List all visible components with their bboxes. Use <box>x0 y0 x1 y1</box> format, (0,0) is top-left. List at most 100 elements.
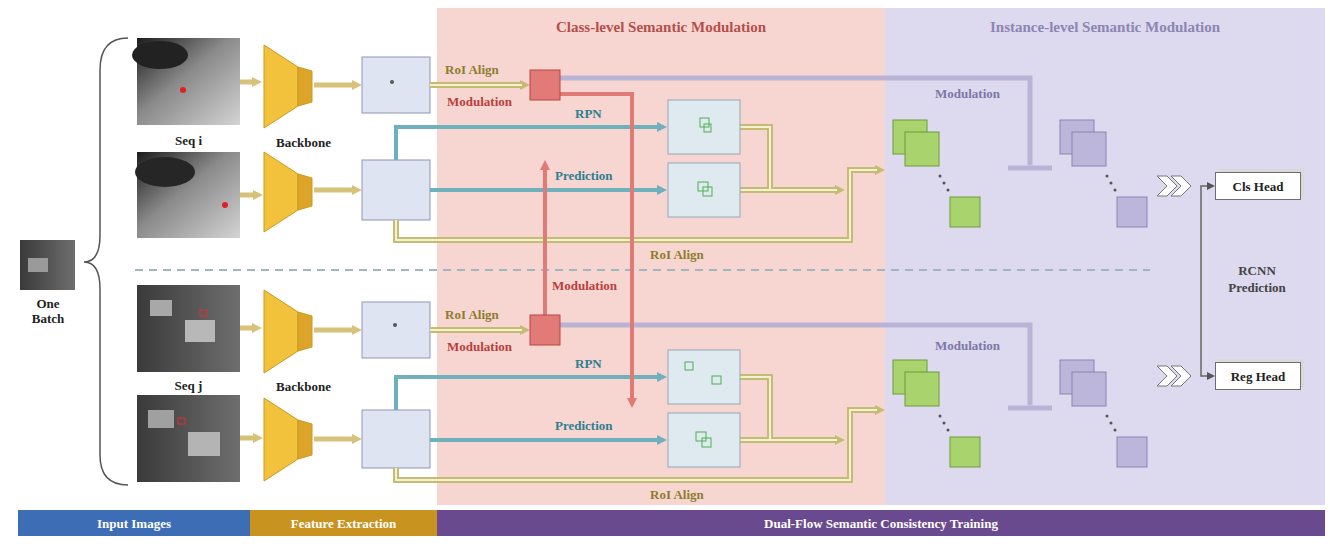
target-dot <box>390 80 394 84</box>
prediction-line <box>430 438 659 442</box>
backbone-shape <box>298 312 312 351</box>
proposal-box <box>685 362 693 370</box>
head-box: Reg Head <box>1215 362 1301 390</box>
modulation-bar <box>1008 406 1052 411</box>
region-title: Instance-level Semantic Modulation <box>990 18 1220 36</box>
stage-bar: Input Images <box>18 510 250 536</box>
backbone-shape <box>264 290 298 373</box>
proposal-map <box>668 350 740 404</box>
batch-node: One Batch <box>14 238 82 326</box>
node-label: Backbone <box>276 135 331 150</box>
ellipsis-dot <box>939 175 942 178</box>
ellipsis-dot <box>1106 175 1109 178</box>
node-label: Input Images <box>97 516 171 531</box>
proposal-map <box>668 413 740 467</box>
roi-line <box>396 410 877 480</box>
sequence-image: Seq j <box>137 285 240 393</box>
arrow-head <box>352 325 362 335</box>
ellipsis-dot <box>1114 429 1117 432</box>
arrow-head <box>352 434 362 444</box>
flow-label: Modulation <box>935 338 1000 353</box>
region-title: Class-level Semantic Modulation <box>556 18 766 36</box>
arrow-head <box>253 433 263 443</box>
proposal-box <box>696 432 706 441</box>
proposal-box <box>704 124 711 132</box>
node-label: Dual-Flow Semantic Consistency Training <box>764 516 998 531</box>
flow-label: RoI Align <box>445 62 499 77</box>
arrow-head <box>352 185 362 195</box>
connector <box>240 80 254 85</box>
stage-bar: Dual-Flow Semantic Consistency Training <box>437 510 1325 536</box>
image-detail <box>188 432 220 456</box>
node-label: Feature Extraction <box>291 516 397 531</box>
image-detail <box>135 157 195 187</box>
head-box: Cls Head <box>1215 172 1301 200</box>
ellipsis-dot <box>943 182 946 185</box>
chevron <box>1171 366 1191 386</box>
modulation-bar <box>1008 166 1052 171</box>
node-label: Cls Head <box>1233 179 1284 194</box>
edge-label: RCNN Prediction <box>1218 262 1296 296</box>
proposal-box <box>703 187 712 196</box>
ellipsis-dot <box>947 429 950 432</box>
target-box <box>178 418 185 424</box>
roi-feature <box>905 132 939 166</box>
flow-label: Modulation <box>447 339 512 354</box>
ellipsis-dot <box>947 189 950 192</box>
roi-feature <box>905 372 939 406</box>
flow-label: RoI Align <box>445 307 499 322</box>
chevron <box>1171 176 1191 196</box>
image-detail <box>150 300 172 316</box>
frame-image <box>137 285 240 372</box>
flow-label: Modulation <box>447 94 512 109</box>
ellipsis-dot <box>1110 182 1113 185</box>
ellipsis-dot <box>939 415 942 418</box>
ellipsis-dot <box>1114 189 1117 192</box>
proposal-line <box>740 127 837 190</box>
image-detail <box>185 320 215 342</box>
batch-bracket <box>84 38 128 485</box>
target-dot <box>393 323 397 327</box>
node-label: One Batch <box>23 296 73 326</box>
sequence-divider <box>135 269 1150 271</box>
proposal-map <box>668 100 740 154</box>
class-modulation-line <box>560 94 632 400</box>
arrow-head <box>253 190 263 200</box>
roi-line <box>396 170 877 240</box>
proposal-box <box>712 376 721 384</box>
class-prototype <box>530 70 560 100</box>
backbone-shape <box>298 420 312 459</box>
feature-map <box>362 410 430 468</box>
flow-label: Prediction <box>555 418 613 433</box>
connector <box>240 326 254 331</box>
rpn-line <box>396 377 659 410</box>
ellipsis-dot <box>1106 415 1109 418</box>
flow-label: Prediction <box>555 168 613 183</box>
proposal-box <box>702 438 711 447</box>
node-label: Reg Head <box>1231 369 1286 384</box>
roi-feature <box>950 437 980 467</box>
arrow-head <box>352 80 362 90</box>
node-label: Backbone <box>276 379 331 394</box>
image-detail <box>148 410 174 428</box>
target-dot <box>222 202 228 208</box>
backbone-shape <box>298 67 312 106</box>
region-panel: Instance-level Semantic ModulationCls He… <box>885 8 1325 505</box>
batch-image <box>20 240 75 290</box>
modulated-feature <box>1117 437 1147 467</box>
modulated-feature <box>1117 197 1147 227</box>
class-prototype <box>530 315 560 345</box>
region-ground <box>885 8 1325 505</box>
rpn-line <box>396 127 659 160</box>
target-box <box>200 310 207 316</box>
flow-label: RoI Align <box>650 487 704 502</box>
flow-label: Modulation <box>935 86 1000 101</box>
backbone-shape <box>264 45 298 128</box>
flow-label: RPN <box>575 106 602 121</box>
backbone-shape <box>264 398 298 481</box>
sequence-image: Seq i <box>137 38 240 148</box>
stage-bar: Feature Extraction <box>250 510 437 536</box>
backbone-shape <box>298 174 312 210</box>
feature-map <box>362 302 430 358</box>
